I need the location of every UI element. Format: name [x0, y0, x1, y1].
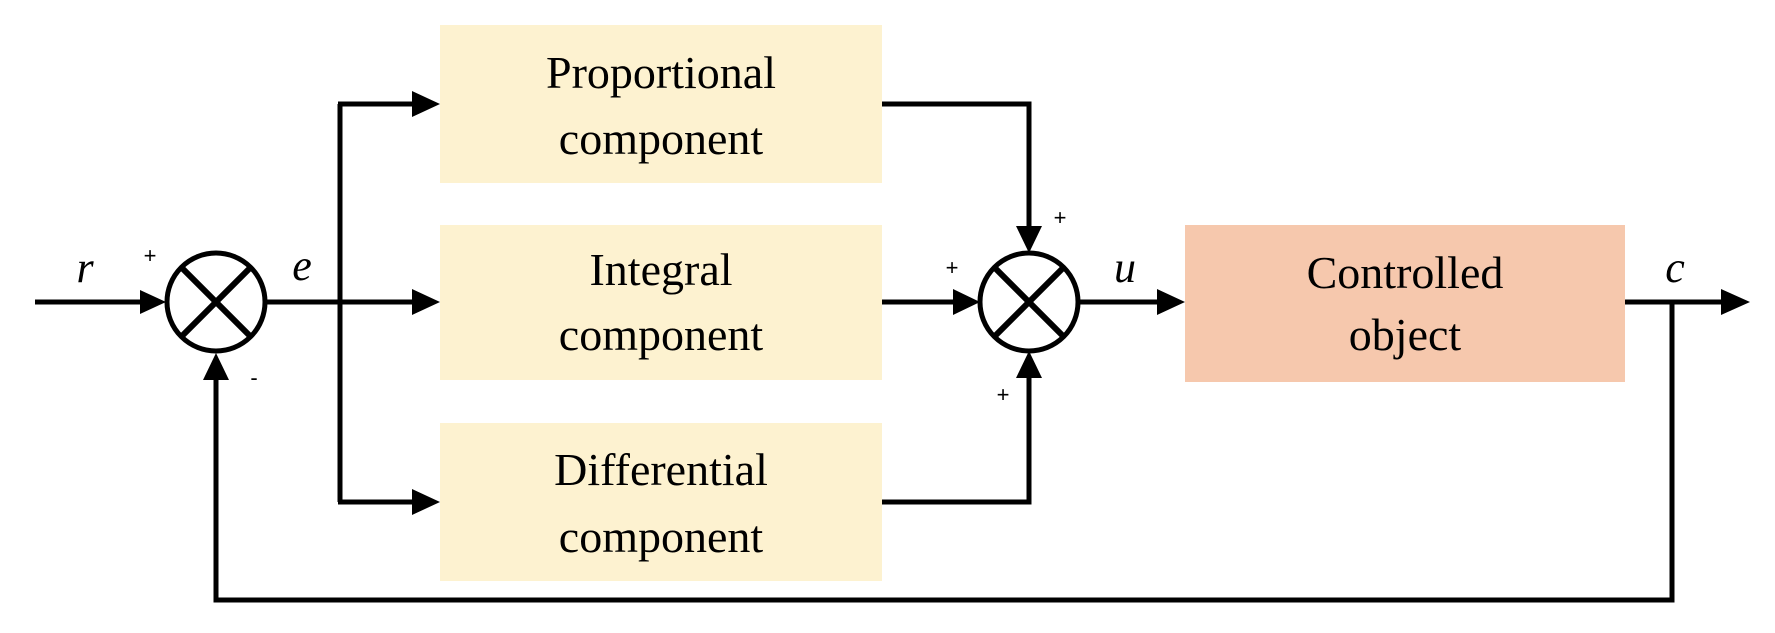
sign-sum1-input: +: [144, 243, 157, 268]
summing-junction-2: [977, 250, 1081, 354]
proportional-block[interactable]: [440, 25, 882, 183]
arrow-to-controlled-object: [1157, 289, 1185, 315]
wire-proportional-output: [882, 101, 1032, 228]
proportional-label-line1: Proportional: [546, 47, 776, 98]
arrow-c-output: [1721, 289, 1750, 315]
wire-feedback-loop: [213, 300, 1675, 603]
arrow-sum2-left: [953, 289, 980, 315]
signal-c-label: c: [1665, 243, 1685, 292]
arrow-sum2-top: [1016, 226, 1042, 253]
controlled-object-label-line1: Controlled: [1307, 247, 1504, 298]
signal-e-label: e: [292, 241, 312, 290]
controlled-object-label-line2: object: [1349, 309, 1462, 360]
differential-label-line2: component: [559, 511, 764, 562]
sign-sum2-bottom: +: [997, 382, 1010, 407]
signal-r-label: r: [76, 243, 94, 292]
integral-label-line2: component: [559, 309, 764, 360]
arrow-sum2-bottom: [1016, 351, 1042, 378]
arrow-r-input: [140, 290, 166, 314]
arrow-to-proportional: [412, 91, 440, 117]
integral-block[interactable]: [440, 225, 882, 380]
signal-u-label: u: [1114, 243, 1136, 292]
summing-junction-1: [164, 250, 268, 354]
differential-label-line1: Differential: [554, 444, 768, 495]
wire-differential-output: [882, 376, 1032, 505]
differential-block[interactable]: [440, 423, 882, 581]
sign-sum2-left: +: [946, 255, 959, 280]
arrow-to-integral: [412, 289, 440, 315]
sign-sum2-top: +: [1054, 205, 1067, 230]
arrow-feedback: [203, 353, 229, 380]
controlled-object-block[interactable]: [1185, 225, 1625, 382]
proportional-label-line2: component: [559, 113, 764, 164]
integral-label-line1: Integral: [589, 244, 732, 295]
sign-sum1-feedback: -: [250, 365, 257, 390]
arrow-to-differential: [412, 489, 440, 515]
